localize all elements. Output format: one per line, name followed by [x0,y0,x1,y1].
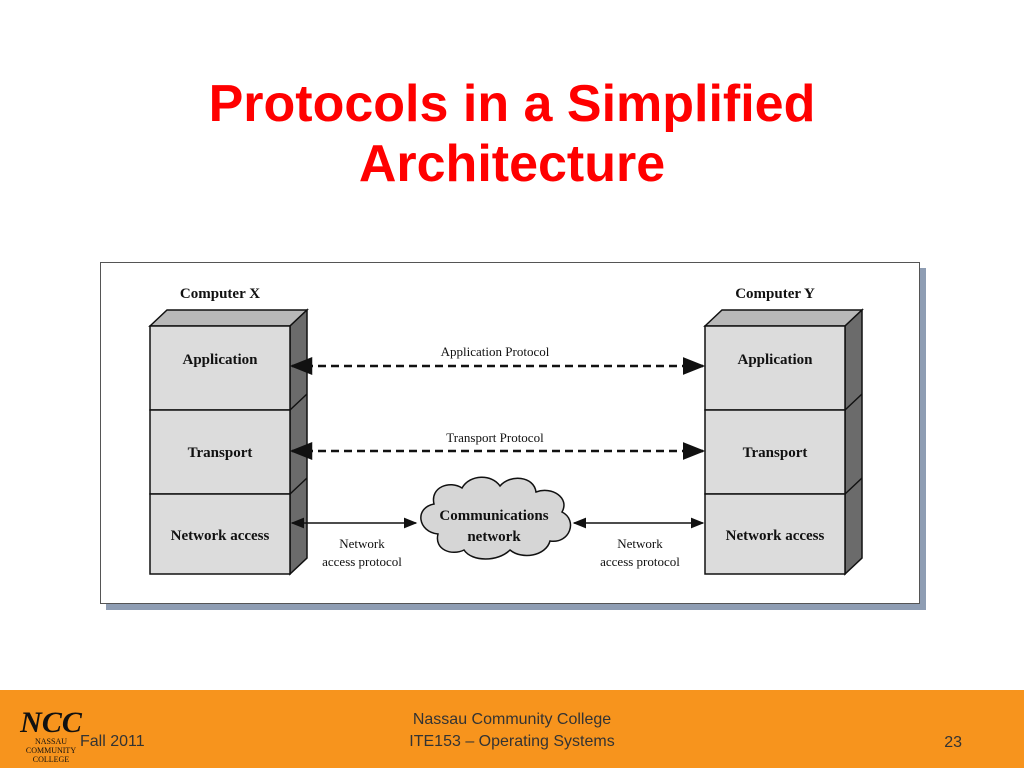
computer-x-application-label: Application [182,352,258,368]
slide-title: Protocols in a Simplified Architecture [0,74,1024,194]
computer-x-transport-label: Transport [188,445,253,461]
footer-course: ITE153 – Operating Systems [409,733,615,750]
left-network-access-protocol-line1: Network [339,536,385,551]
logo-text-line2: COMMUNITY [26,746,76,755]
computer-x-network-access-layer [149,493,291,575]
logo-text-line1: NASSAU [35,737,67,746]
computer-y-application-label: Application [737,352,813,368]
footer-bar: NCC NASSAU COMMUNITY COLLEGE Fall 2011 N… [0,690,1024,768]
computer-y-transport-layer [704,409,846,495]
computer-y-network-access-label: Network access [726,528,825,544]
logo-text-line3: COLLEGE [33,755,70,764]
computer-x-transport-layer [149,409,291,495]
footer-term: Fall 2011 [80,733,145,750]
computer-y-label: Computer Y [735,286,815,302]
computer-y-application-layer [704,325,846,411]
protocol-architecture-diagram: Computer X Application Transport Network… [148,286,864,576]
ncc-logo: NCC NASSAU COMMUNITY COLLEGE [19,706,83,764]
computer-y-network-access-layer [704,493,846,575]
computer-x-side-face [289,308,308,576]
computer-x-label: Computer X [180,286,260,302]
cloud-label-line2: network [467,529,521,545]
computer-y-top-face [703,309,864,327]
computer-x-top-face [148,309,309,327]
communications-network-cloud [420,476,572,560]
computer-y-transport-label: Transport [743,445,808,461]
logo-letters: NCC [19,706,83,739]
right-network-access-protocol-line1: Network [617,536,663,551]
page-number: 23 [944,734,962,751]
computer-y-stack [703,308,864,576]
left-network-access-protocol-line2: access protocol [322,554,402,569]
slide-title-line2: Architecture [358,135,666,193]
computer-y-side-face [844,308,863,576]
cloud-label-line1: Communications [439,508,548,524]
footer-college: Nassau Community College [412,711,612,728]
computer-x-network-access-label: Network access [171,528,270,544]
application-protocol-label: Application Protocol [441,344,550,359]
slide-title-line1: Protocols in a Simplified [208,75,816,133]
computer-x-application-layer [149,325,291,411]
transport-protocol-label: Transport Protocol [446,430,544,445]
right-network-access-protocol-line2: access protocol [600,554,680,569]
